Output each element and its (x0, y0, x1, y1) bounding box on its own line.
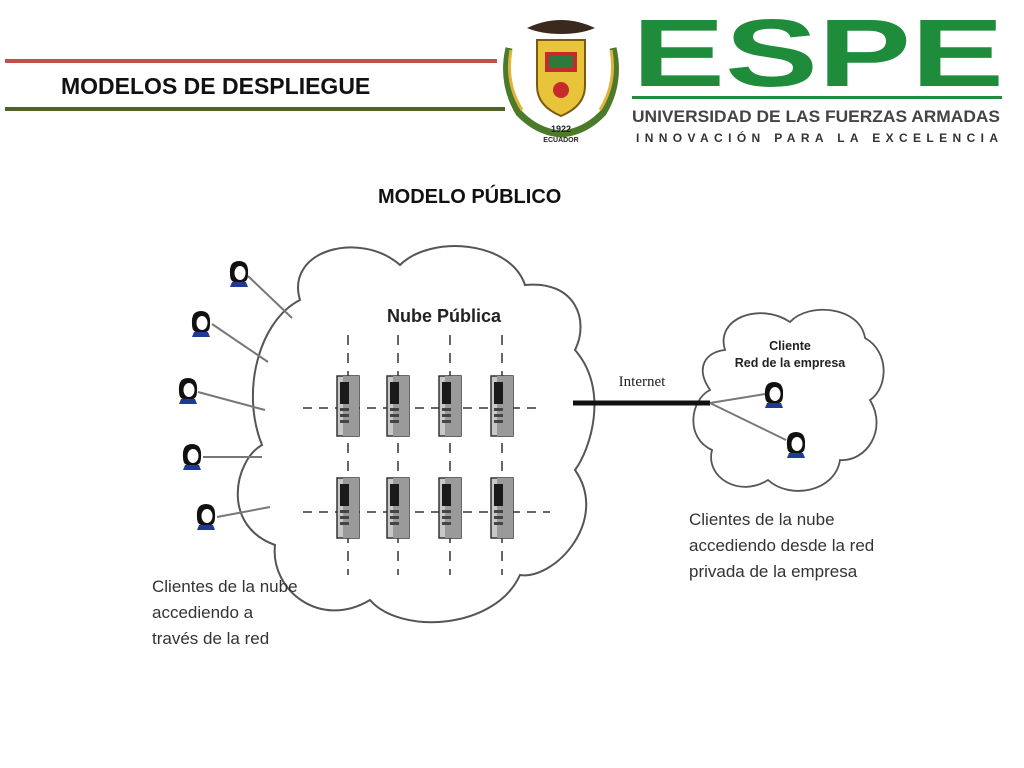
caption-line: través de la red (152, 629, 270, 648)
private-cloud-shape (692, 308, 885, 492)
svg-text:1922: 1922 (551, 124, 571, 134)
caption-line: privada de la empresa (689, 562, 858, 581)
svg-text:UNIVERSIDAD DE LAS FUERZAS ARM: UNIVERSIDAD DE LAS FUERZAS ARMADAS (632, 107, 1000, 126)
server-icon (336, 375, 360, 437)
private-clients-caption: Clientes de la nube accediendo desde la r… (689, 507, 874, 585)
caption-line: accediendo a (152, 603, 254, 622)
diagram-subtitle: MODELO PÚBLICO (378, 186, 562, 208)
public-cloud-shape (236, 245, 596, 624)
left-clients-caption: Clientes de la nube accediendo a través de… (152, 574, 298, 652)
public-cloud-label: Nube Pública (387, 306, 502, 326)
user-icon (191, 311, 211, 337)
server-icon (438, 375, 462, 437)
svg-text:ESPE: ESPE (632, 4, 1004, 107)
user-icon (196, 504, 216, 530)
university-crest-logo: 1922 ECUADOR (503, 20, 619, 144)
server-icon (386, 375, 410, 437)
server-icon (336, 477, 360, 539)
header-line-top (5, 59, 497, 63)
user-icon (786, 432, 806, 458)
server-icon (490, 477, 514, 539)
user-icon (764, 382, 784, 408)
slide-title: MODELOS DE DESPLIEGUE (61, 73, 371, 99)
private-cloud-label-line: Red de la empresa (735, 356, 847, 370)
internet-label: Internet (619, 374, 666, 390)
server-icon (490, 375, 514, 437)
server-icon (386, 477, 410, 539)
caption-line: Clientes de la nube (152, 577, 298, 596)
private-cloud-label-line: Cliente (769, 339, 811, 353)
header-line-bottom (5, 107, 505, 111)
user-icon (182, 444, 202, 470)
caption-line: accediendo desde la red (689, 536, 875, 555)
server-icon (438, 477, 462, 539)
user-icon (178, 378, 198, 404)
caption-line: Clientes de la nube (689, 510, 835, 529)
user-icon (229, 261, 249, 287)
svg-text:ECUADOR: ECUADOR (543, 137, 578, 144)
espe-wordmark-logo: ESPE UNIVERSIDAD DE LAS FUERZAS ARMADAS … (632, 4, 1004, 145)
